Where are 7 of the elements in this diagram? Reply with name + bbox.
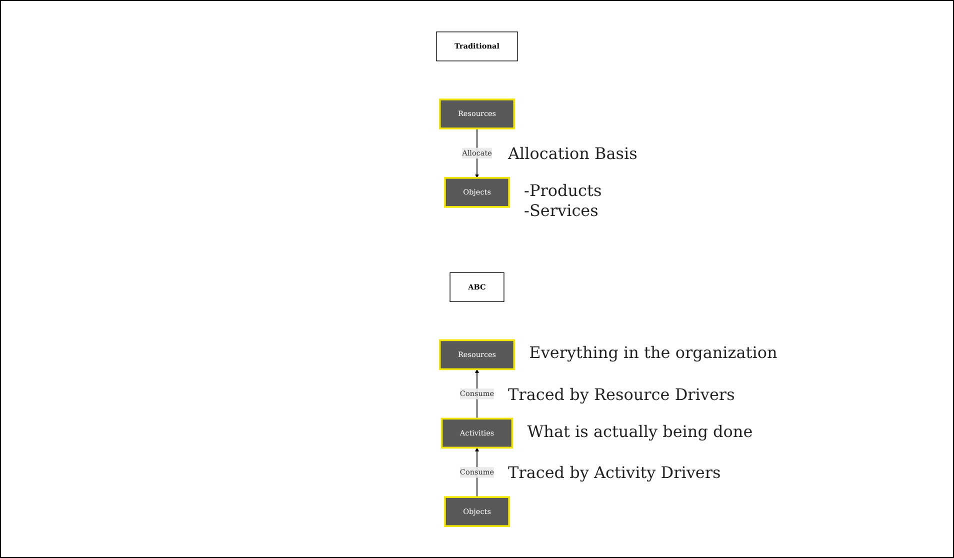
note-text: -Products <box>524 180 602 201</box>
note-text: -Services <box>524 200 600 221</box>
note-text: Traced by Activity Drivers <box>508 463 721 484</box>
note-text: Traced by Resource Drivers <box>508 384 735 405</box>
note-text: Everything in the organization <box>529 343 778 364</box>
note-text: Allocation Basis <box>508 144 638 164</box>
note-text: What is actually being done <box>527 422 753 442</box>
